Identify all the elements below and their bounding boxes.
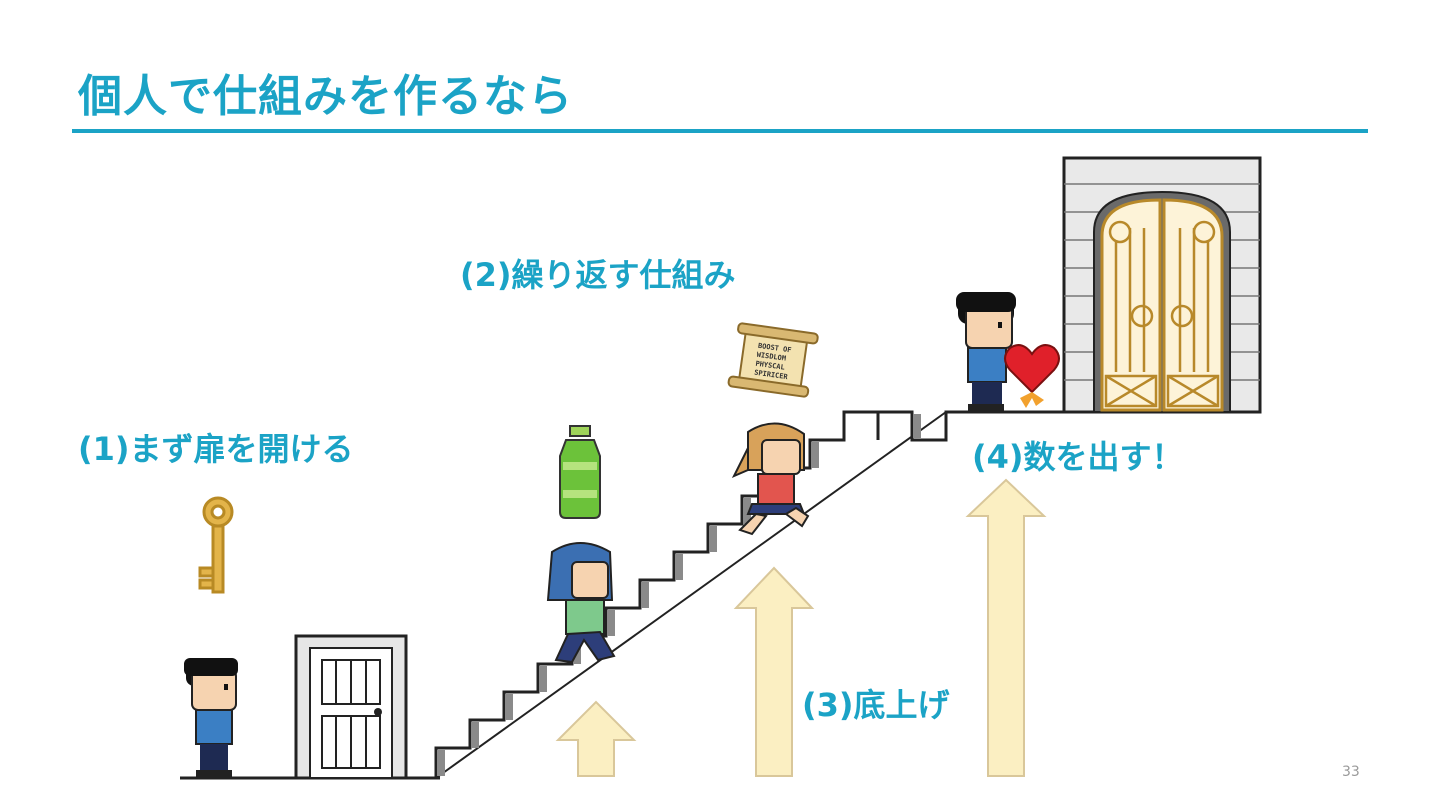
person-stairs-1 (546, 542, 616, 664)
slide-title: 個人で仕組みを作るなら (78, 71, 573, 122)
step-label-2: (2)繰り返す仕組み (460, 256, 736, 294)
person-stairs-2 (731, 422, 810, 536)
gate-illustration (1062, 156, 1262, 414)
person-bottom (184, 658, 238, 778)
step-label-3: (3)底上げ (802, 686, 950, 724)
growth-arrows (555, 478, 1047, 777)
key-icon (198, 496, 234, 594)
scroll-icon: BOOST OF WISDLOM PHYSCAL SPIRICER (727, 322, 819, 398)
door-illustration (294, 634, 408, 780)
step-label-4: (4)数を出す！ (972, 438, 1184, 476)
heart-icon (1004, 344, 1060, 408)
person-top (956, 292, 1016, 412)
arrow-large (965, 478, 1047, 777)
title-underline (72, 129, 1368, 133)
page-number: 33 (1342, 764, 1360, 780)
arrow-medium (733, 566, 815, 777)
step-label-1: (1)まず扉を開ける (78, 430, 354, 468)
staircase (434, 410, 1260, 779)
arrow-small (555, 700, 637, 777)
bottle-icon (559, 425, 601, 519)
